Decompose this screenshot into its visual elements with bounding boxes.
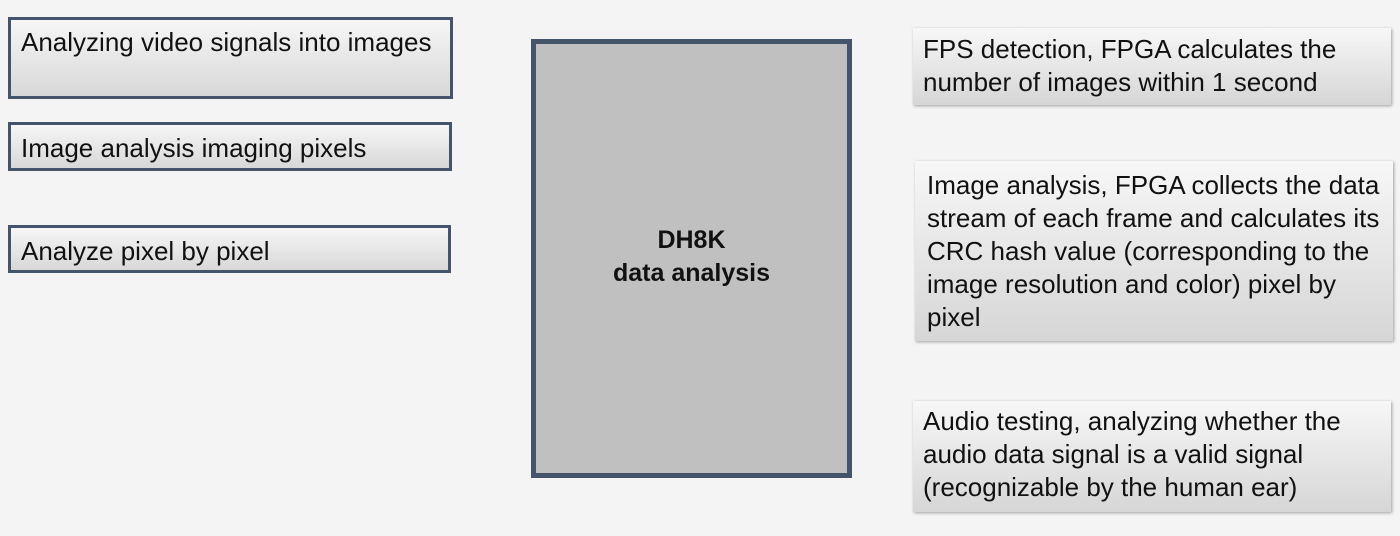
image-analysis-pixels-text: Image analysis imaging pixels bbox=[21, 133, 367, 163]
pixel-by-pixel-text: Analyze pixel by pixel bbox=[21, 236, 270, 266]
audio-testing-text: Audio testing, analyzing whether the aud… bbox=[923, 406, 1341, 502]
audio-testing-box: Audio testing, analyzing whether the aud… bbox=[913, 401, 1391, 512]
video-to-images-text: Analyzing video signals into images bbox=[21, 27, 432, 57]
center-title-line-2: data analysis bbox=[612, 258, 771, 287]
dh8k-data-analysis-box: DH8K data analysis bbox=[531, 39, 852, 478]
crc-image-analysis-box: Image analysis, FPGA collects the data s… bbox=[915, 161, 1393, 341]
image-analysis-pixels-box: Image analysis imaging pixels bbox=[8, 122, 452, 171]
video-to-images-box: Analyzing video signals into images bbox=[8, 17, 453, 99]
pixel-by-pixel-box: Analyze pixel by pixel bbox=[8, 225, 451, 273]
crc-image-analysis-text: Image analysis, FPGA collects the data s… bbox=[927, 170, 1380, 332]
center-title-line-1: DH8K bbox=[657, 225, 726, 254]
fps-detection-box: FPS detection, FPGA calculates the numbe… bbox=[913, 28, 1391, 105]
center-title: DH8K data analysis bbox=[613, 224, 770, 290]
fps-detection-text: FPS detection, FPGA calculates the numbe… bbox=[923, 34, 1337, 97]
